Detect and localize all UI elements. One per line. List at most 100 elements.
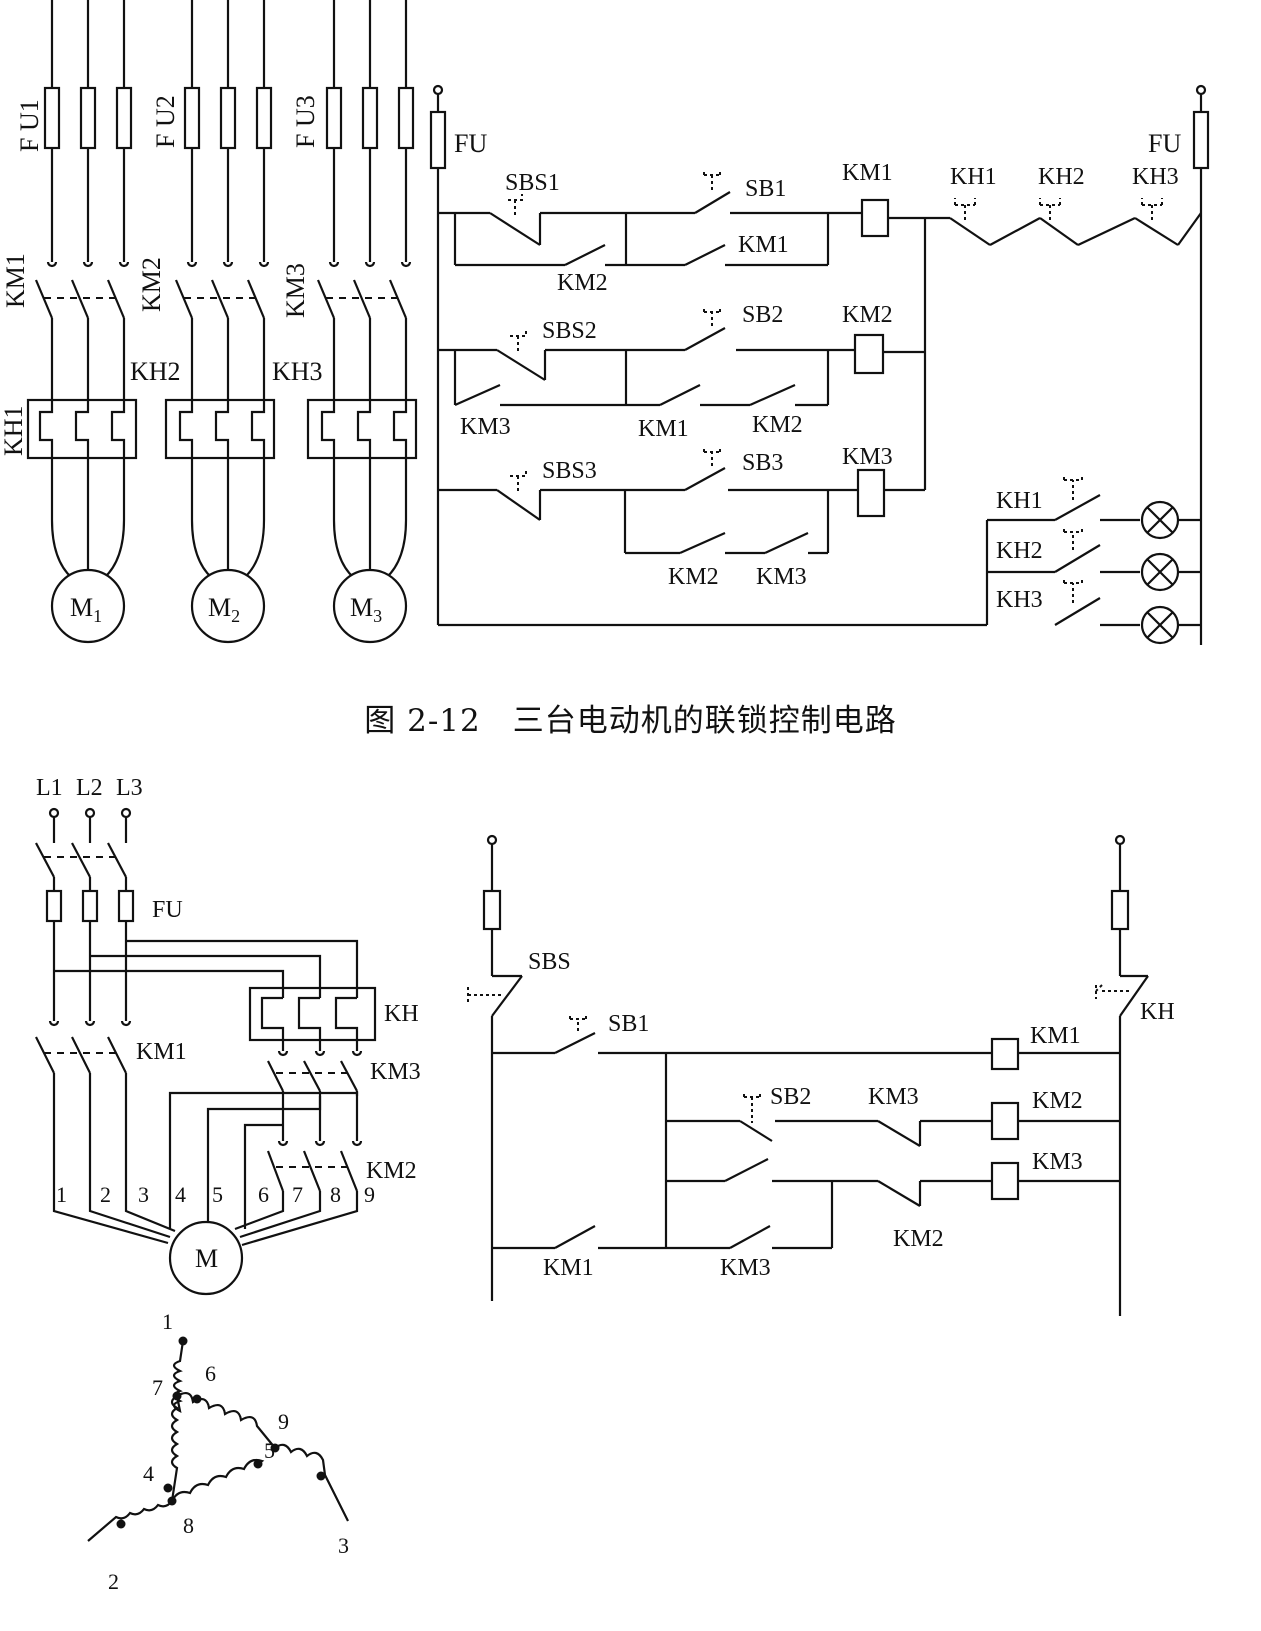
label-kh3-power: KH3 — [272, 357, 323, 386]
terminal-4: 4 — [175, 1182, 186, 1207]
label-kh3-contact: KH3 — [1132, 164, 1179, 190]
control-circuit-2: SBS KH SB1 KM1 SB2 KM3 KM2 — [467, 834, 1175, 1316]
label-row2-km3: KM3 — [460, 414, 511, 440]
label-sb1: SB1 — [745, 176, 786, 202]
terminal-5: 5 — [212, 1182, 223, 1207]
label-km3-2: KM3 — [370, 1059, 421, 1085]
label-km1-hold: KM1 — [543, 1255, 594, 1281]
power-circuit: F U1 F U2 F U3 KM1 KM2 KM3 KH1 KH2 KH3 M… — [0, 0, 418, 644]
label-kh2-contact: KH2 — [1038, 164, 1085, 190]
label-km1-power: KM1 — [1, 253, 30, 308]
winding-label-3: 3 — [338, 1533, 349, 1558]
bottom-circuit-diagram: L1 L2 L3 FU KH KM1 KM3 KM2 M — [35, 775, 1175, 1594]
label-fu-left: FU — [454, 129, 487, 158]
label-fu1: F U1 — [15, 99, 44, 152]
label-sb1-2: SB1 — [608, 1011, 649, 1037]
label-row1-km1: KM1 — [738, 232, 789, 258]
label-coil-km1-2: KM1 — [1030, 1023, 1081, 1049]
label-sb2: SB2 — [742, 302, 783, 328]
label-km1-2: KM1 — [136, 1039, 187, 1065]
coil-km2-icon — [853, 333, 885, 375]
winding-label-7: 7 — [152, 1375, 163, 1400]
terminal-8: 8 — [330, 1182, 341, 1207]
coil-km1-2-icon — [990, 1037, 1020, 1071]
label-km2-interlock: KM2 — [893, 1226, 944, 1252]
fuse-icon — [325, 86, 343, 150]
coil-km2-2-icon — [990, 1101, 1020, 1141]
lamp-kh2-icon — [1140, 552, 1180, 592]
winding-label-1: 1 — [162, 1309, 173, 1334]
fuse-icon — [183, 86, 201, 150]
terminal-2: 2 — [100, 1182, 111, 1207]
label-sb2-2: SB2 — [770, 1084, 811, 1110]
fuse-icon — [43, 86, 61, 150]
label-km3-hold: KM3 — [720, 1255, 771, 1281]
fuse-icon — [397, 86, 415, 150]
label-motor-m3: M3 — [350, 593, 382, 626]
label-l1: L1 — [36, 775, 63, 801]
thermal-relay-kh1 — [26, 398, 138, 460]
control-circuit: FU FU SBS1 SB1 KM2 KM1 KM1 KH1 KH2 KH3 S… — [429, 84, 1210, 645]
coil-km3-icon — [856, 468, 886, 518]
lamp-kh1-icon — [1140, 500, 1180, 540]
winding-label-2: 2 — [108, 1569, 119, 1594]
motor-m2-icon — [190, 568, 266, 644]
thermal-relay-kh2 — [164, 398, 276, 460]
winding-label-9: 9 — [278, 1409, 289, 1434]
lamp-kh3-icon — [1140, 605, 1180, 645]
fuse-icon — [117, 889, 135, 923]
fuse-icon — [219, 86, 237, 150]
label-coil-km2: KM2 — [842, 302, 893, 328]
label-km3-interlock: KM3 — [868, 1084, 919, 1110]
label-coil-km3-2: KM3 — [1032, 1149, 1083, 1175]
winding-diagram: 1 2 3 4 5 6 7 8 9 — [87, 1309, 349, 1594]
label-row2-km1: KM1 — [638, 416, 689, 442]
label-lamp-kh1: KH1 — [996, 488, 1043, 514]
label-fu3: F U3 — [291, 95, 320, 148]
label-row1-km2: KM2 — [557, 270, 608, 296]
label-km2-power: KM2 — [137, 257, 166, 312]
label-row3-km3: KM3 — [756, 564, 807, 590]
label-sbs1: SBS1 — [505, 170, 560, 196]
label-sbs: SBS — [528, 949, 571, 975]
label-lamp-kh2: KH2 — [996, 538, 1043, 564]
fuse-icon — [79, 86, 97, 150]
terminal-1: 1 — [56, 1182, 67, 1207]
label-km2-2: KM2 — [366, 1158, 417, 1184]
label-lamp-kh3: KH3 — [996, 587, 1043, 613]
control-fuse-right-2-icon — [1110, 889, 1130, 931]
winding-label-4: 4 — [143, 1461, 154, 1486]
label-motor-m: M — [195, 1244, 218, 1273]
label-coil-km3: KM3 — [842, 444, 893, 470]
label-l2: L2 — [76, 775, 103, 801]
coil-km3-2-icon — [990, 1161, 1020, 1201]
terminal-3: 3 — [138, 1182, 149, 1207]
winding-label-6: 6 — [205, 1361, 216, 1386]
motor-m1-icon — [50, 568, 126, 644]
label-kh1-contact: KH1 — [950, 164, 997, 190]
label-sbs2: SBS2 — [542, 318, 597, 344]
fuse-icon — [115, 86, 133, 150]
label-fu-2: FU — [152, 897, 183, 923]
label-row2-km2: KM2 — [752, 412, 803, 438]
label-kh-contact-2: KH — [1140, 999, 1175, 1025]
label-coil-km1: KM1 — [842, 160, 893, 186]
winding-label-8: 8 — [183, 1513, 194, 1538]
label-km3-power: KM3 — [281, 263, 310, 318]
terminal-6: 6 — [258, 1182, 269, 1207]
control-fuse-left-2-icon — [482, 889, 502, 931]
label-coil-km2-2: KM2 — [1032, 1088, 1083, 1114]
fuse-icon — [361, 86, 379, 150]
power-circuit-2: L1 L2 L3 FU KH KM1 KM3 KM2 M — [35, 775, 421, 1296]
label-kh-2: KH — [384, 1001, 419, 1027]
label-kh2-power: KH2 — [130, 357, 181, 386]
fuse-icon — [255, 86, 273, 150]
terminal-7: 7 — [292, 1182, 303, 1207]
fuse-icon — [81, 889, 99, 923]
label-fu2: F U2 — [151, 95, 180, 148]
coil-km1-icon — [860, 198, 890, 238]
label-fu-right: FU — [1148, 129, 1181, 158]
motor-m-icon — [168, 1220, 244, 1296]
label-l3: L3 — [116, 775, 143, 801]
thermal-relay-kh — [248, 986, 377, 1042]
